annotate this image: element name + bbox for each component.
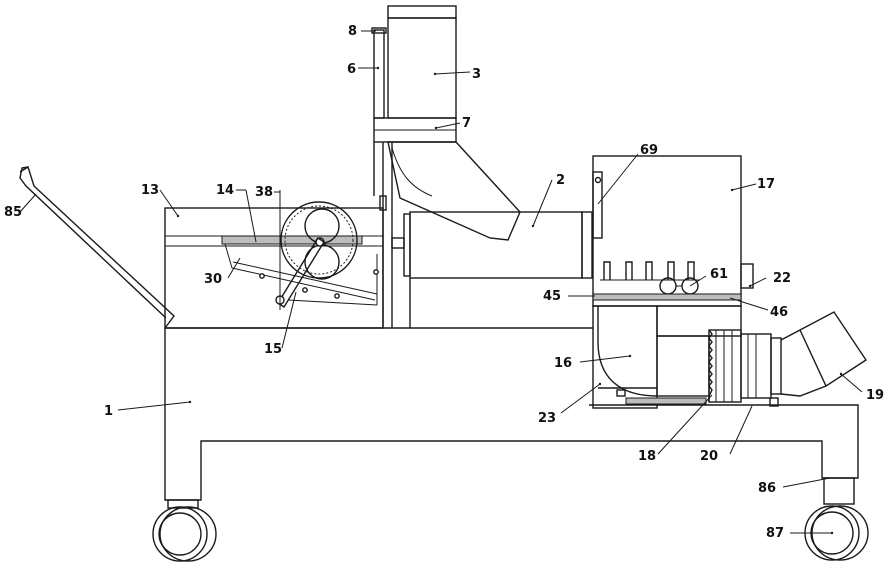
label-1: 1 xyxy=(104,404,113,419)
discharge-pipe xyxy=(657,312,866,406)
label-15: 15 xyxy=(264,342,282,357)
label-17: 17 xyxy=(757,177,775,192)
label-3: 3 xyxy=(472,67,481,82)
part-labels: 8 6 3 7 2 69 17 61 22 45 46 16 19 23 18 … xyxy=(4,24,884,541)
label-46: 46 xyxy=(770,305,788,320)
label-7: 7 xyxy=(462,116,471,131)
label-22: 22 xyxy=(773,271,791,286)
label-38: 38 xyxy=(255,185,273,200)
lower-collector xyxy=(593,306,741,408)
label-6: 6 xyxy=(347,62,356,77)
label-69: 69 xyxy=(640,143,658,158)
label-87: 87 xyxy=(766,526,784,541)
spray-nozzles xyxy=(600,262,700,294)
left-wheel xyxy=(153,500,216,561)
label-19: 19 xyxy=(866,388,884,403)
horizontal-drum xyxy=(392,212,592,328)
label-18: 18 xyxy=(638,449,656,464)
label-2: 2 xyxy=(556,173,565,188)
right-housing xyxy=(593,156,753,306)
label-14: 14 xyxy=(216,183,234,198)
label-30: 30 xyxy=(204,272,222,287)
label-23: 23 xyxy=(538,411,556,426)
label-20: 20 xyxy=(700,449,718,464)
label-45: 45 xyxy=(543,289,561,304)
label-8: 8 xyxy=(348,24,357,39)
right-wheel xyxy=(805,478,868,560)
label-85: 85 xyxy=(4,205,22,220)
feed-column xyxy=(372,6,456,328)
leader-lines xyxy=(20,31,862,534)
label-61: 61 xyxy=(710,267,728,282)
label-13: 13 xyxy=(141,183,159,198)
inclined-chute xyxy=(388,142,520,240)
left-tank xyxy=(165,208,383,328)
label-16: 16 xyxy=(554,356,572,371)
gear-rack xyxy=(593,294,741,300)
label-86: 86 xyxy=(758,481,776,496)
